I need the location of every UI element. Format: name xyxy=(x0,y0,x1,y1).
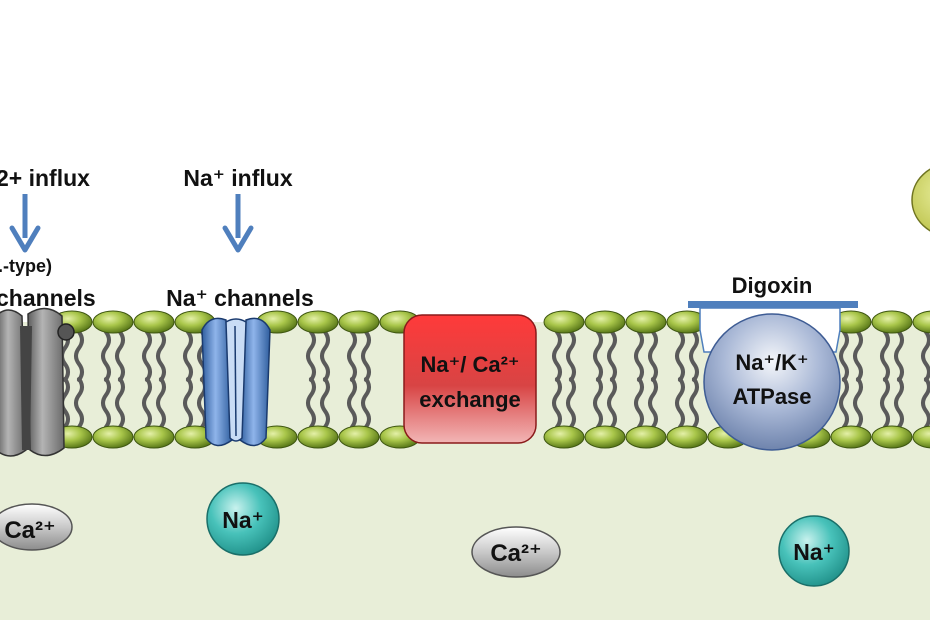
sodium-channels-label: Na⁺ channels xyxy=(166,285,314,311)
yellow-molecule xyxy=(911,168,930,232)
lipid-tail xyxy=(74,330,84,429)
pump-label-line1: Na⁺/K⁺ xyxy=(735,350,808,375)
svg-text:Ca²⁺: Ca²⁺ xyxy=(4,517,55,544)
lipid-tail xyxy=(593,330,603,429)
lipid-tail xyxy=(607,330,617,429)
lipid-tail xyxy=(648,330,658,429)
lipid-tail xyxy=(361,330,371,429)
digoxin-bar xyxy=(688,301,858,308)
lipid-tail xyxy=(839,330,849,429)
calcium-channel xyxy=(0,307,75,457)
sodium-channel xyxy=(201,317,271,447)
sodium-ion-right: Na⁺ xyxy=(778,515,850,587)
exchanger-label-line1: Na⁺/ Ca²⁺ xyxy=(420,352,519,377)
lipid-tail xyxy=(552,330,562,429)
lipid-head xyxy=(666,425,708,449)
lipid-tail xyxy=(634,330,644,429)
lipid-head xyxy=(912,425,930,449)
lipid-head xyxy=(297,310,339,334)
lipid-tail xyxy=(347,330,357,429)
lipid-tail xyxy=(183,330,193,429)
lipid-head xyxy=(543,425,585,449)
svg-text:Na⁺: Na⁺ xyxy=(793,539,835,565)
lipid-tail xyxy=(115,330,125,429)
lipid-head xyxy=(625,425,667,449)
lipid-tail xyxy=(921,330,930,429)
sodium-calcium-exchanger: Na⁺/ Ca²⁺ exchange xyxy=(403,314,537,444)
digoxin-label: Digoxin xyxy=(732,273,813,298)
lipid-head xyxy=(297,425,339,449)
lipid-head xyxy=(133,425,175,449)
lipid-tail xyxy=(894,330,904,429)
lipid-tail xyxy=(689,330,699,429)
lipid-head xyxy=(625,310,667,334)
sodium-influx-label: Na⁺ influx xyxy=(183,165,292,191)
lipid-head xyxy=(871,425,913,449)
calcium-influx-arrow xyxy=(9,194,41,253)
sodium-ion-left: Na⁺ xyxy=(206,482,280,556)
lipid-head xyxy=(912,310,930,334)
lipid-head xyxy=(584,310,626,334)
lipid-head xyxy=(543,310,585,334)
svg-text:Na⁺: Na⁺ xyxy=(222,507,264,533)
lipid-head xyxy=(584,425,626,449)
lipid-tail xyxy=(675,330,685,429)
lipid-tail xyxy=(101,330,111,429)
lipid-tail xyxy=(880,330,890,429)
exchanger-label-line2: exchange xyxy=(419,387,521,412)
lipid-tail xyxy=(306,330,316,429)
calcium-channels-label: channels xyxy=(0,285,96,311)
sodium-influx-arrow xyxy=(222,194,254,253)
lipid-head xyxy=(92,425,134,449)
svg-text:Ca²⁺: Ca²⁺ xyxy=(490,540,541,567)
lipid-tail xyxy=(156,330,166,429)
calcium-influx-label: 2+ influx xyxy=(0,165,90,191)
lipid-tail xyxy=(142,330,152,429)
lipid-head xyxy=(133,310,175,334)
lipid-head xyxy=(830,425,872,449)
lipid-tail xyxy=(566,330,576,429)
lipid-head xyxy=(871,310,913,334)
lipid-head xyxy=(338,310,380,334)
lipid-head xyxy=(338,425,380,449)
lipid-head xyxy=(92,310,134,334)
pump-label-line2: ATPase xyxy=(732,384,811,409)
l-type-label: .-type) xyxy=(0,256,52,276)
calcium-ion-center: Ca²⁺ xyxy=(471,526,561,578)
lipid-tail xyxy=(853,330,863,429)
sodium-potassium-pump: Na⁺/K⁺ ATPase xyxy=(699,307,841,451)
lipid-tail xyxy=(320,330,330,429)
lipid-tails xyxy=(60,330,930,429)
calcium-ion-left: Ca²⁺ xyxy=(0,503,73,551)
